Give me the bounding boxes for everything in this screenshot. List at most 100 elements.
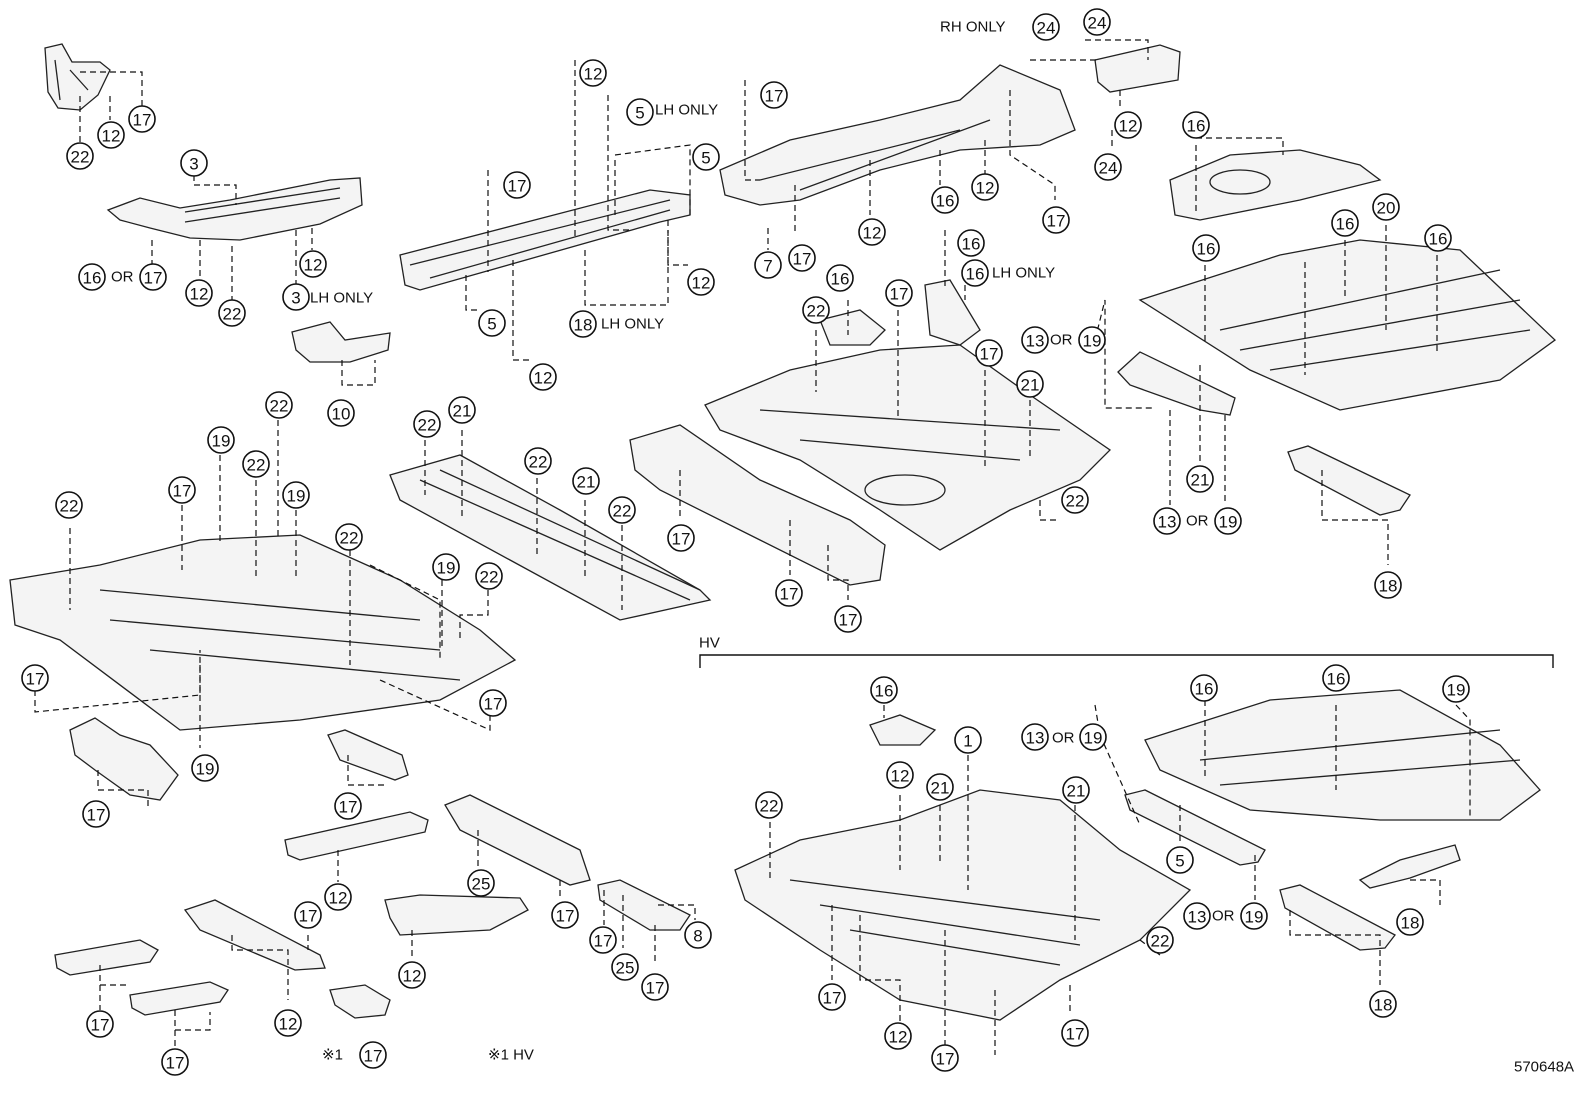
callout-number: 16: [966, 265, 985, 284]
callout-circle: [334, 792, 362, 820]
callout-circle: [1032, 13, 1060, 41]
callout-circle: [926, 773, 954, 801]
callout-17: 17: [21, 664, 49, 692]
callout-circle: [475, 562, 503, 590]
callout-number: 12: [692, 274, 711, 293]
callout-circle: [975, 339, 1003, 367]
callout-circle: [579, 59, 607, 87]
callout-number: 21: [453, 402, 472, 421]
callout-1: 1: [954, 726, 982, 754]
callout-17: 17: [818, 983, 846, 1011]
callout-number: 16: [962, 235, 981, 254]
callout-number: 19: [196, 760, 215, 779]
callout-18: 18: [1396, 908, 1424, 936]
callout-circle: [97, 121, 125, 149]
callout-number: 17: [780, 585, 799, 604]
leader-lines: [34, 39, 1471, 1055]
callout-5: 5: [692, 143, 720, 171]
callout-3: 3: [180, 149, 208, 177]
callout-circle: [467, 869, 495, 897]
callout-circle: [359, 1041, 387, 1069]
callout-circle: [413, 410, 441, 438]
callout-12: 12: [858, 218, 886, 246]
callout-number: 16: [1429, 230, 1448, 249]
callout-circle: [524, 447, 552, 475]
hv-section-label: HV: [699, 635, 720, 652]
callout-circle: [78, 263, 106, 291]
callout-19: 19: [1078, 326, 1106, 354]
callout-number: 22: [760, 797, 779, 816]
callout-19: 19: [1240, 902, 1268, 930]
callout-number: 12: [1119, 117, 1138, 136]
callout-number: 22: [247, 456, 266, 475]
callout-circle: [1166, 846, 1194, 874]
callout-circle: [1369, 990, 1397, 1018]
callout-circle: [180, 149, 208, 177]
callout-circle: [957, 229, 985, 257]
callout-number: 17: [936, 1050, 955, 1069]
callout-circle: [432, 553, 460, 581]
callout-number: 10: [332, 405, 351, 424]
callout-number: 12: [891, 767, 910, 786]
callout-number: 22: [418, 416, 437, 435]
callout-17: 17: [128, 105, 156, 133]
callout-number: 16: [1195, 680, 1214, 699]
callout-circle: [885, 279, 913, 307]
callout-circle: [1374, 571, 1402, 599]
callout-number: 16: [1197, 240, 1216, 259]
callout-number: 17: [980, 345, 999, 364]
callout-circle: [294, 901, 322, 929]
callout-22: 22: [475, 562, 503, 590]
callout-16: 16: [1182, 111, 1210, 139]
callout-number: 21: [577, 473, 596, 492]
lh-only-label: LH ONLY: [601, 316, 664, 333]
callout-number: 16: [1336, 215, 1355, 234]
callout-24: 24: [1032, 13, 1060, 41]
callout-circle: [954, 726, 982, 754]
callout-circle: [448, 396, 476, 424]
callout-17: 17: [885, 279, 913, 307]
callout-number: 12: [102, 127, 121, 146]
callout-circle: [274, 1009, 302, 1037]
callout-circle: [529, 363, 557, 391]
callout-22: 22: [242, 450, 270, 478]
callout-12: 12: [579, 59, 607, 87]
callout-17: 17: [86, 1010, 114, 1038]
callout-circle: [282, 283, 310, 311]
callout-number: 17: [890, 285, 909, 304]
callout-13: 13: [1021, 326, 1049, 354]
callout-circle: [884, 1022, 912, 1050]
callout-number: 25: [616, 959, 635, 978]
callout-number: 25: [472, 875, 491, 894]
callout-number: 22: [613, 502, 632, 521]
drawing-id: 570648A: [1514, 1059, 1574, 1076]
callout-5: 5: [1166, 846, 1194, 874]
callout-8: 8: [684, 921, 712, 949]
callout-17: 17: [775, 579, 803, 607]
callout-12: 12: [299, 250, 327, 278]
callout-number: 18: [1374, 996, 1393, 1015]
callout-13: 13: [1183, 902, 1211, 930]
callout-circle: [1183, 902, 1211, 930]
callout-number: 3: [189, 155, 198, 174]
callout-number: 17: [166, 1054, 185, 1073]
callout-circle: [870, 676, 898, 704]
callout-number: 12: [304, 256, 323, 275]
callout-number: 18: [1379, 577, 1398, 596]
callout-number: 16: [1327, 670, 1346, 689]
callout-number: 17: [672, 530, 691, 549]
callout-circle: [478, 309, 506, 337]
callout-circle: [161, 1048, 189, 1076]
callout-circle: [82, 800, 110, 828]
callout-number: 21: [1191, 471, 1210, 490]
callout-25: 25: [467, 869, 495, 897]
callout-21: 21: [448, 396, 476, 424]
callout-25: 25: [611, 953, 639, 981]
callout-number: 22: [223, 305, 242, 324]
callout-circle: [684, 921, 712, 949]
callout-17: 17: [641, 973, 669, 1001]
callout-circle: [569, 310, 597, 338]
callout-number: 22: [270, 397, 289, 416]
callout-circle: [282, 481, 310, 509]
callout-circle: [1442, 675, 1470, 703]
